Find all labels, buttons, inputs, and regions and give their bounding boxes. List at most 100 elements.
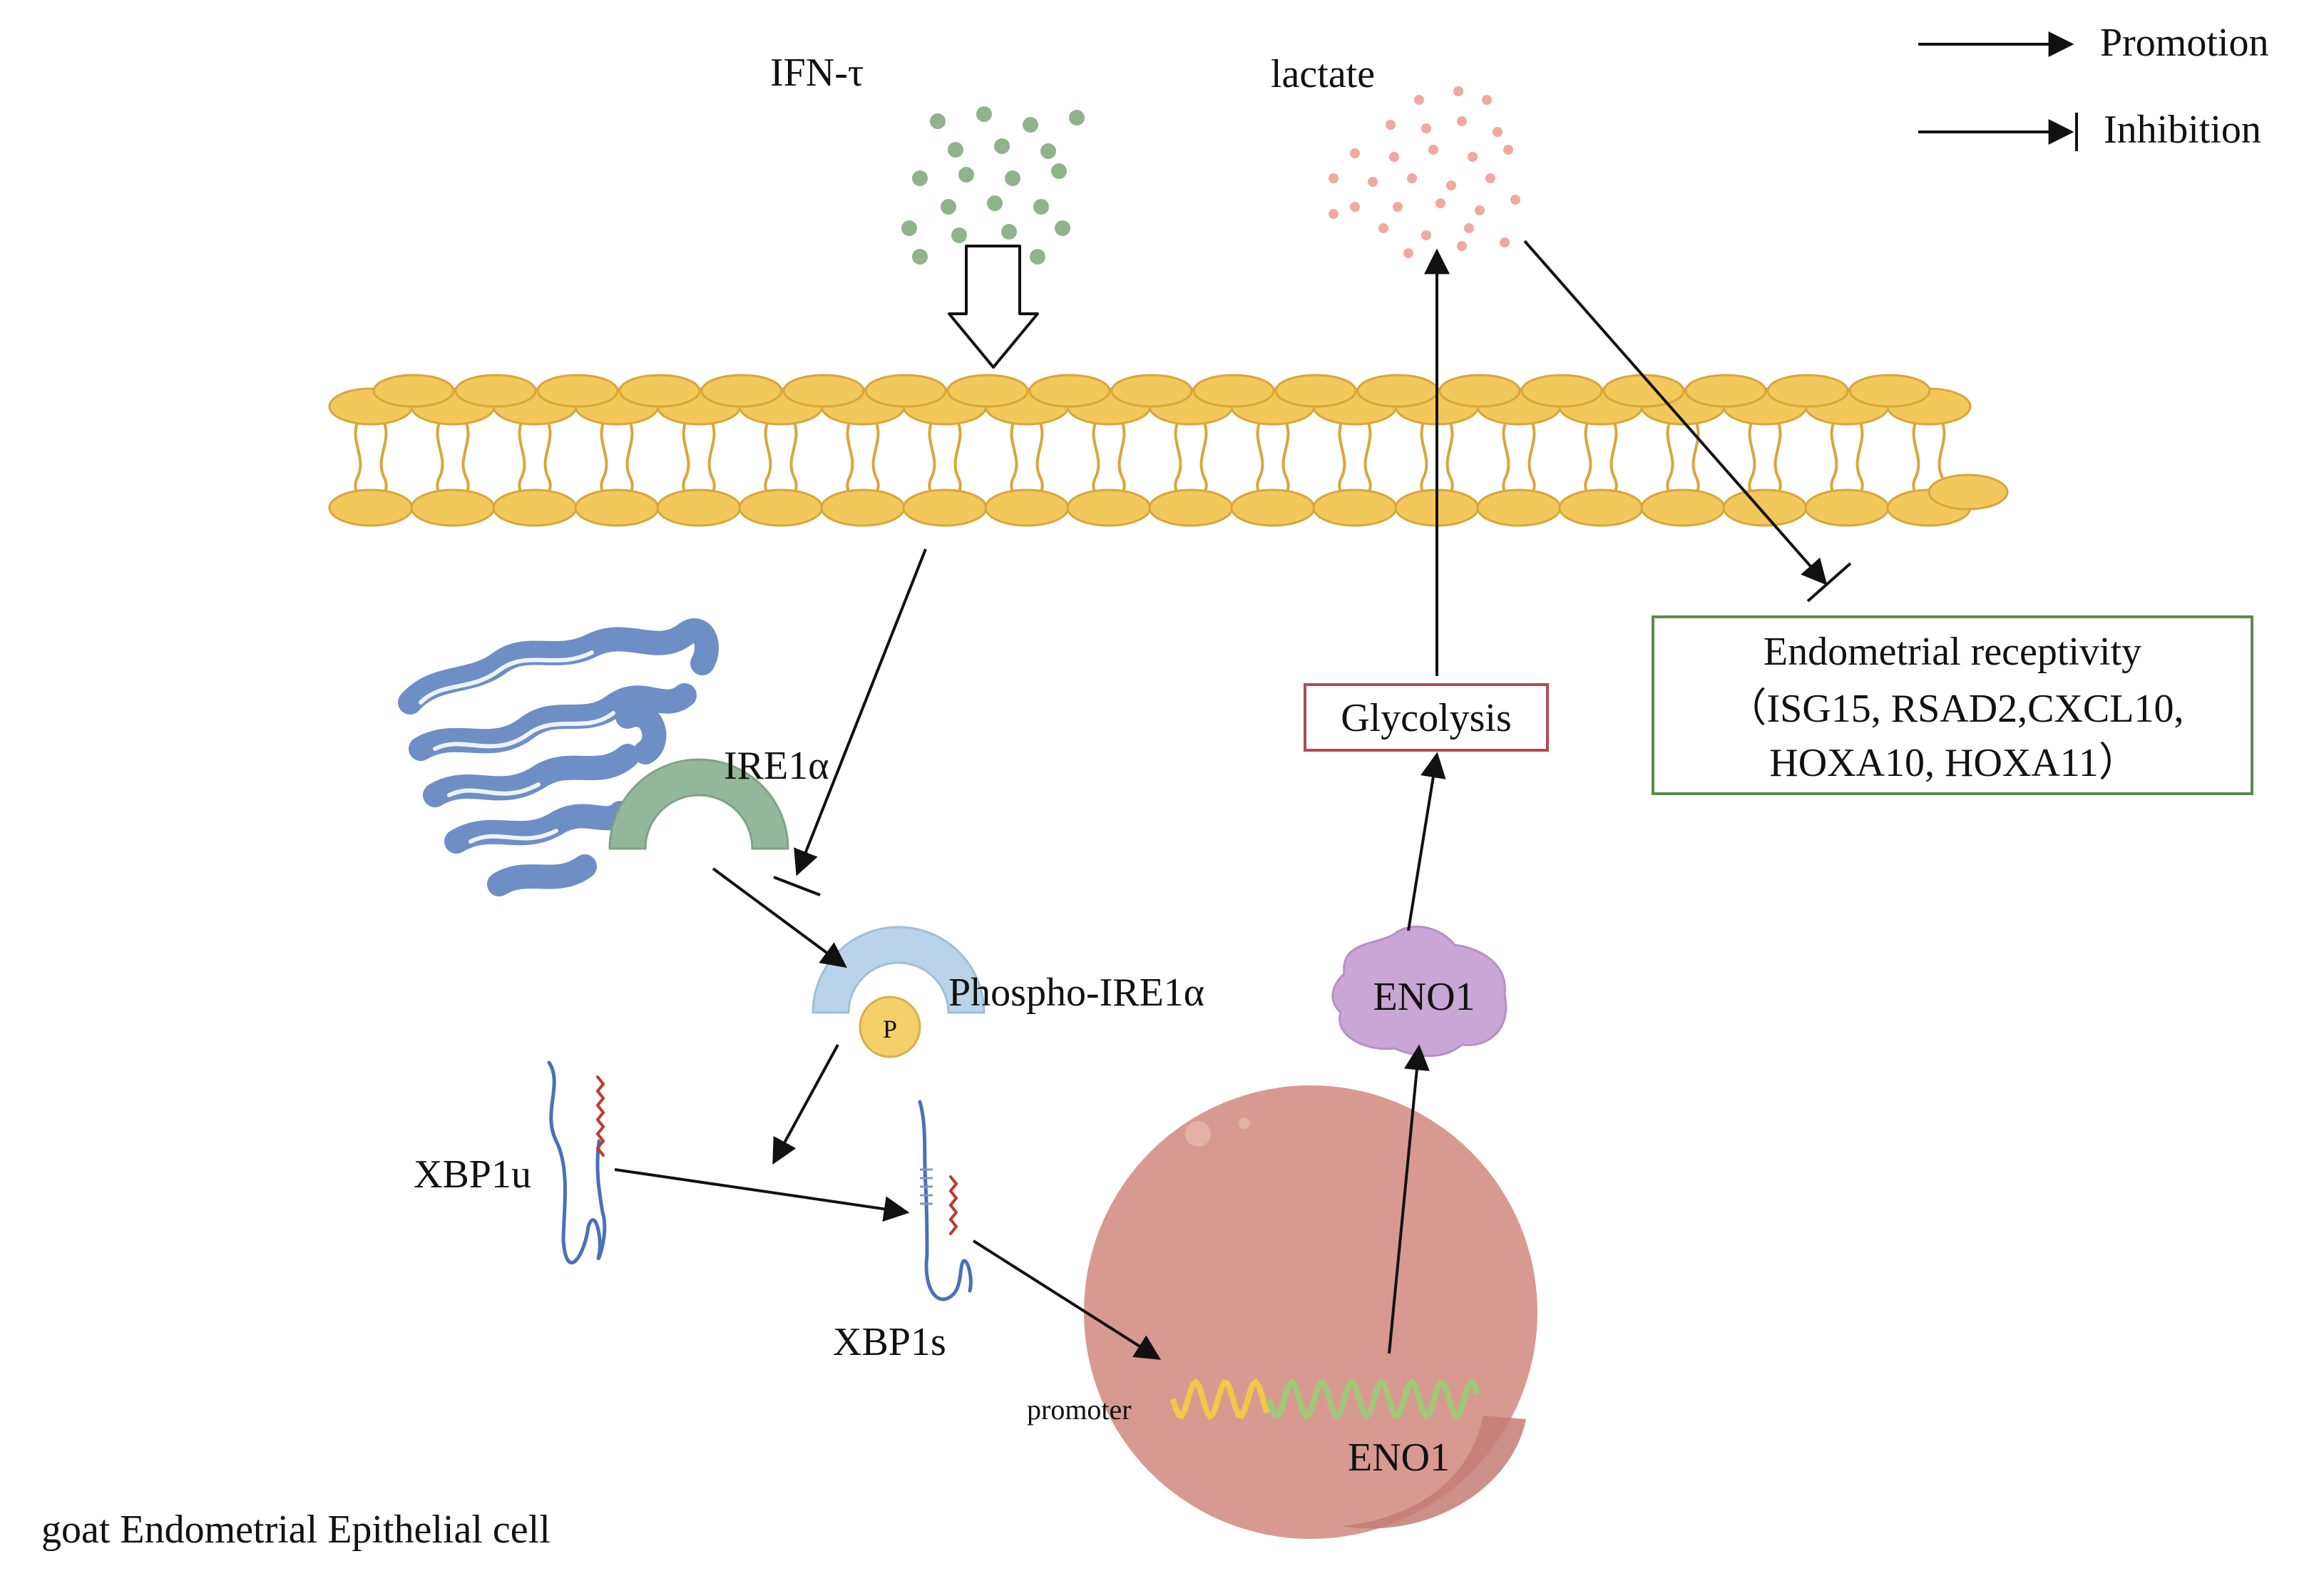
lactate-molecule <box>1446 180 1456 190</box>
receptivity-genes-line2: HOXA10, HOXA11） <box>1769 741 2138 785</box>
promoter-dna-icon <box>1170 1378 1270 1421</box>
phosphate-label: P <box>883 1015 897 1043</box>
lipid-head <box>1558 488 1644 527</box>
legend-promotion: Promotion <box>1918 21 2268 65</box>
lipid-tail <box>436 420 444 496</box>
lactate-molecule <box>1482 95 1492 105</box>
lipid-tail <box>1748 420 1756 496</box>
lactate-molecule <box>1457 241 1467 251</box>
ire1a-to-phospho-arrow <box>712 867 847 968</box>
lactate-molecule <box>1500 237 1510 247</box>
lactate-molecule <box>1329 209 1338 219</box>
ifn-tau-molecule <box>912 170 928 186</box>
glycolysis-label: Glycolysis <box>1341 696 1512 740</box>
lactate-molecule <box>1414 95 1424 105</box>
lactate-molecule <box>1350 148 1360 158</box>
ifn-tau-molecule <box>1033 199 1049 215</box>
lipid-tail <box>1527 420 1536 496</box>
lipid-head <box>1520 374 1603 408</box>
ifn-tau-molecule <box>901 220 917 236</box>
lactate-dots <box>1329 86 1520 258</box>
lipid-tail <box>1830 420 1838 496</box>
lactate-molecule <box>1485 173 1495 183</box>
ifn-tau-molecule <box>1055 220 1070 236</box>
glycolysis-box <box>1304 683 1549 752</box>
lipid-tail <box>1035 420 1044 496</box>
lipid-head <box>1312 488 1398 527</box>
nucleus-icon <box>1084 1085 1537 1539</box>
xbp1s-to-promoter-arrow <box>972 1239 1162 1360</box>
lipid-head <box>328 488 414 527</box>
lipid-tail <box>1855 420 1864 496</box>
lipid-tail <box>354 420 362 496</box>
ifn-tau-molecule <box>1040 143 1056 159</box>
lipid-head <box>1274 374 1357 408</box>
lactate-molecule <box>1428 145 1438 155</box>
lipid-head <box>820 488 906 527</box>
lipid-tail <box>1117 420 1126 496</box>
lipid-tail <box>1420 420 1428 496</box>
lactate-molecule <box>1453 86 1463 96</box>
lipid-head <box>1066 488 1152 527</box>
legend-promotion-label: Promotion <box>2100 21 2268 65</box>
lactate-molecule <box>1386 120 1396 130</box>
ifn-tau-molecule <box>1051 163 1067 179</box>
lipid-head <box>1110 374 1193 408</box>
ifn-tau-molecule <box>987 195 1003 211</box>
lipid-head <box>1640 488 1726 527</box>
lipid-head <box>864 374 947 408</box>
xbp1s-mrna-icon <box>918 1100 973 1301</box>
ifn-tau-molecule <box>976 106 992 122</box>
lipid-tail <box>600 420 608 496</box>
lipid-tail <box>707 420 716 496</box>
lipid-tail <box>928 420 936 496</box>
lipid-tail <box>1912 420 1920 496</box>
endometrial-receptivity-box <box>1652 615 2253 795</box>
lipid-head <box>700 374 783 408</box>
lactate-molecule <box>1403 248 1413 258</box>
lactate-molecule <box>1329 173 1338 183</box>
lipid-head <box>1230 488 1316 527</box>
lipid-tail <box>1199 420 1208 496</box>
eno1-to-glycolysis-arrow <box>1407 752 1446 931</box>
ifn-tau-molecule <box>994 138 1010 154</box>
xbp1u-to-xbp1s-arrow <box>614 1168 910 1222</box>
lactate-molecule <box>1421 230 1431 240</box>
lipid-tail <box>1609 420 1618 496</box>
legend: Promotion Inhibition <box>1918 21 2268 152</box>
lipid-head <box>410 488 496 527</box>
lipid-tail <box>518 420 526 496</box>
lipid-tail <box>1773 420 1782 496</box>
phospho-ire1a-complex: P <box>812 926 986 1058</box>
ifn-tau-molecule <box>1001 224 1017 240</box>
lipid-head <box>1602 374 1685 408</box>
ire1a-label: IRE1α <box>724 744 829 788</box>
ifn-tau-molecule <box>1005 170 1020 186</box>
lipid-head <box>782 374 865 408</box>
inhibit-ire1a-arrow <box>794 548 927 876</box>
lipid-tail <box>1363 420 1372 496</box>
ifn-tau-label: IFN-τ <box>770 51 864 95</box>
lipid-tail <box>1502 420 1510 496</box>
lactate-inhibits-receptivity-arrow <box>1523 240 1828 585</box>
ifn-tau-molecule <box>1069 110 1085 126</box>
lipid-head <box>536 374 619 408</box>
lactate-molecule <box>1493 127 1503 137</box>
lipid-head <box>1848 374 1931 408</box>
lipid-tail <box>461 420 470 496</box>
ifn-tau-molecule <box>930 113 946 129</box>
lactate-molecule <box>1435 198 1445 208</box>
ifn-tau-molecule <box>912 249 928 265</box>
lactate-molecule <box>1378 223 1388 233</box>
lactate-molecule <box>1464 223 1474 233</box>
lipid-tail <box>1338 420 1346 496</box>
er-highlights <box>419 650 615 844</box>
phosphate-group-icon <box>859 996 921 1058</box>
lipid-head <box>984 488 1070 527</box>
lipid-tail <box>1256 420 1264 496</box>
lactate-molecule <box>1350 202 1360 212</box>
legend-inhibition-label: Inhibition <box>2104 108 2261 152</box>
lipid-tail <box>1010 420 1018 496</box>
phospho-ire1a-label: Phospho-IRE1α <box>948 971 1204 1015</box>
lactate-molecule <box>1510 195 1520 205</box>
